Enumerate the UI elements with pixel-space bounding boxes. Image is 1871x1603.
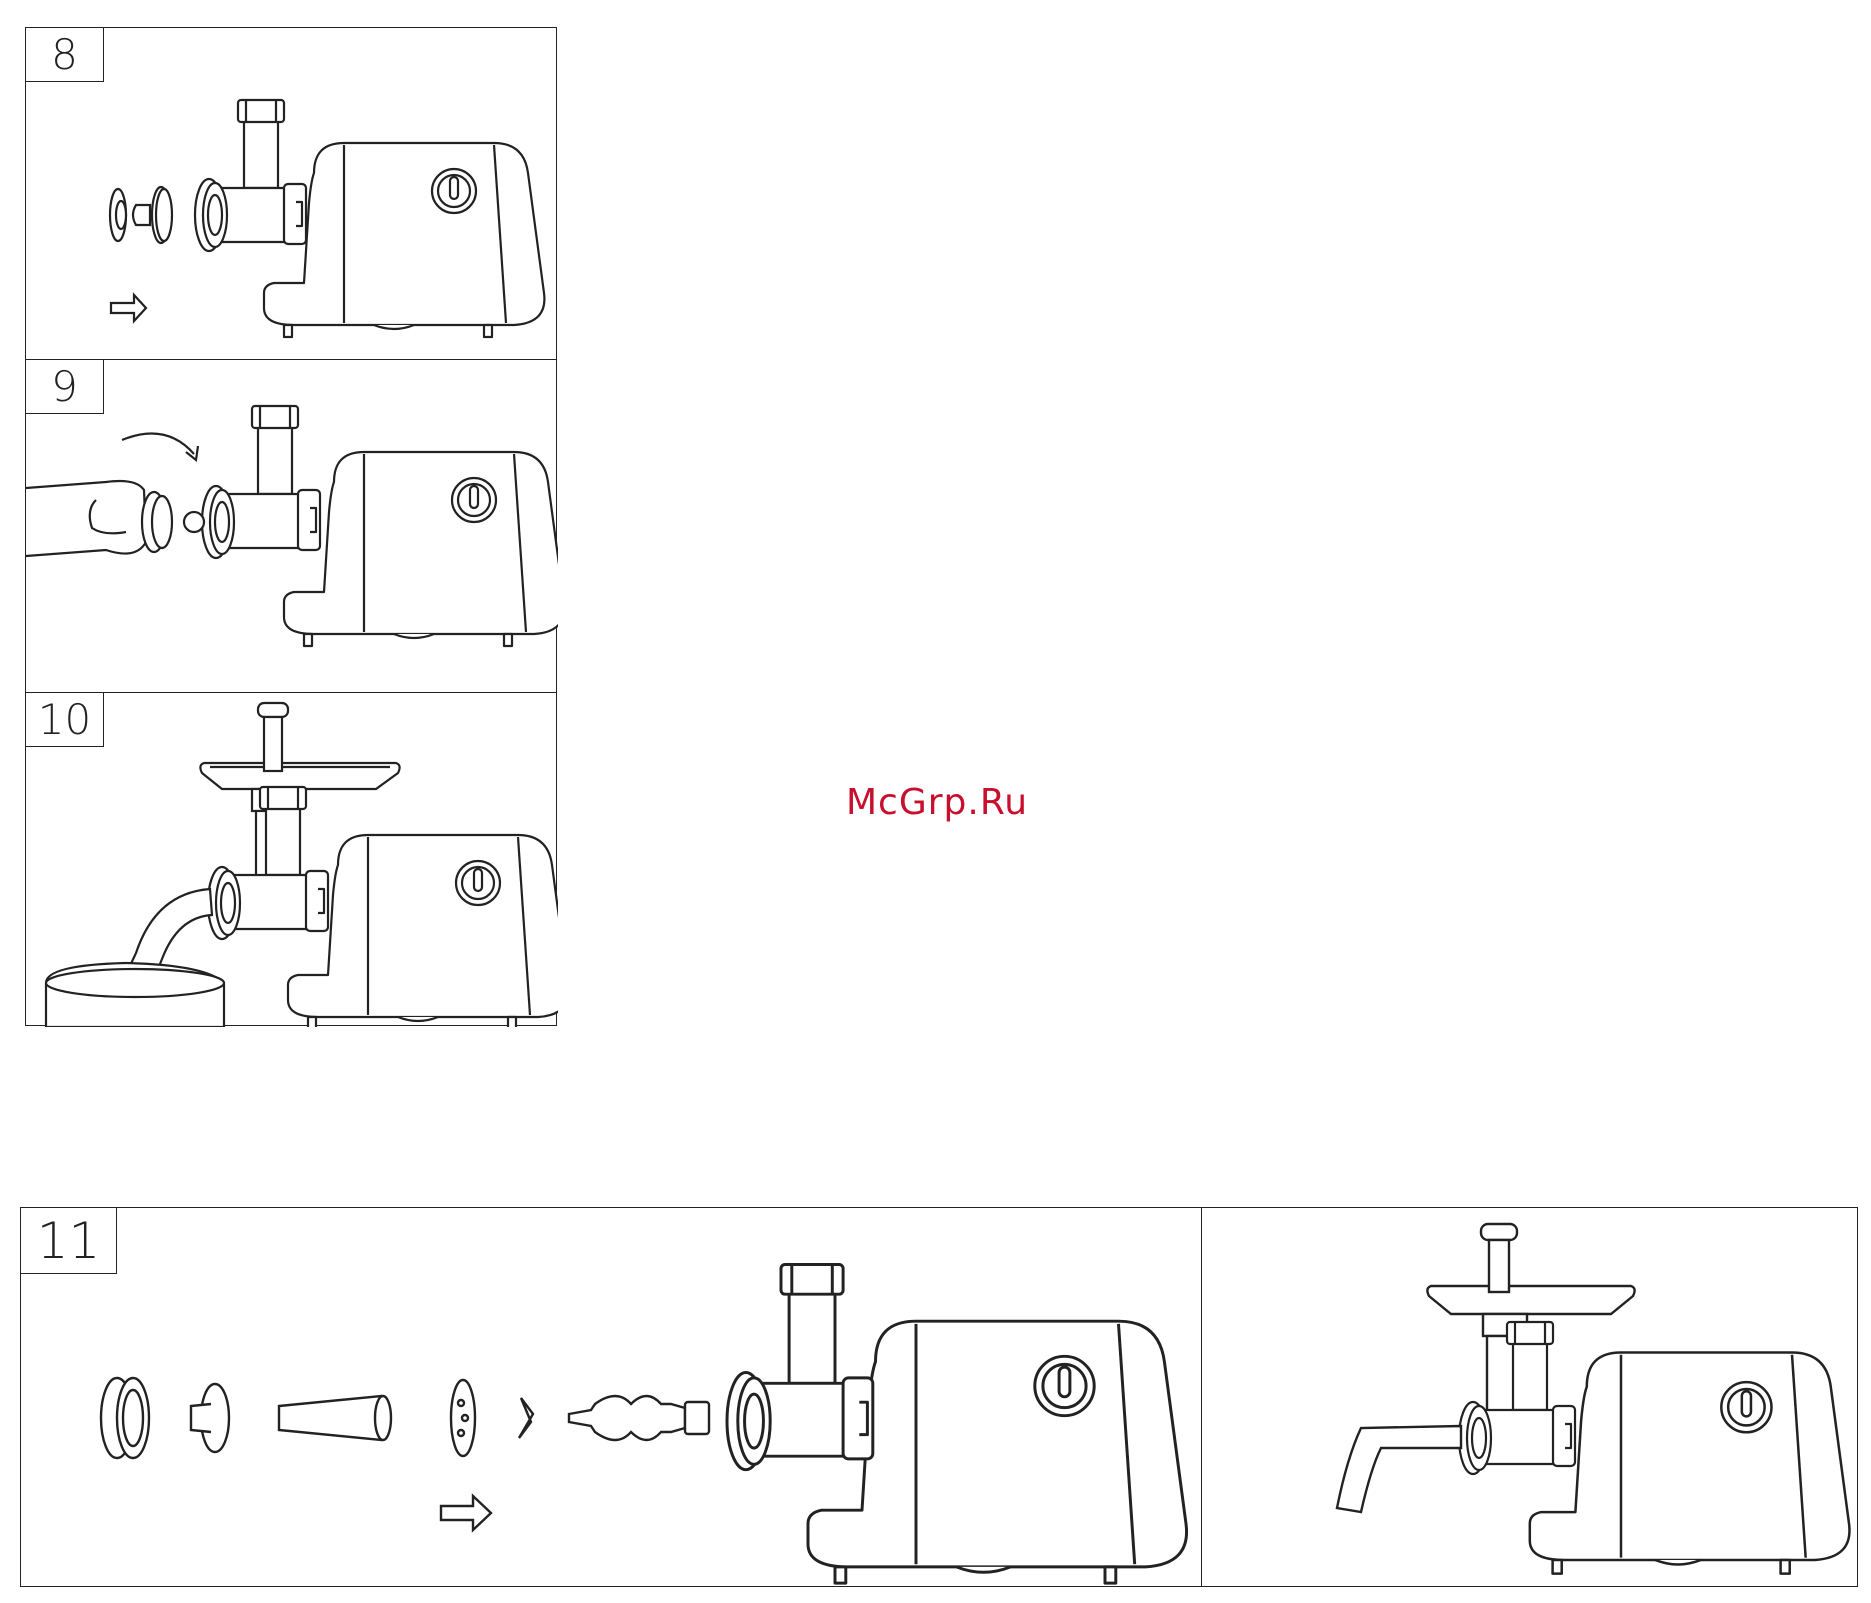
arrow-right-icon bbox=[441, 1496, 491, 1530]
step-9-panel: 9 bbox=[25, 359, 557, 693]
step-8-panel: 8 bbox=[25, 27, 557, 360]
watermark: McGrp.Ru bbox=[846, 782, 1028, 823]
step-8-illustration bbox=[26, 28, 558, 361]
hand-illustration bbox=[26, 481, 204, 556]
curved-arrow-icon bbox=[122, 434, 198, 460]
step-10-illustration bbox=[26, 693, 558, 1027]
arrow-right-icon bbox=[111, 295, 146, 321]
step-11-panel: 11 bbox=[20, 1207, 1858, 1587]
step-11-illustration bbox=[21, 1208, 1859, 1588]
step-9-illustration bbox=[26, 360, 558, 694]
step-10-panel: 10 bbox=[25, 692, 557, 1026]
